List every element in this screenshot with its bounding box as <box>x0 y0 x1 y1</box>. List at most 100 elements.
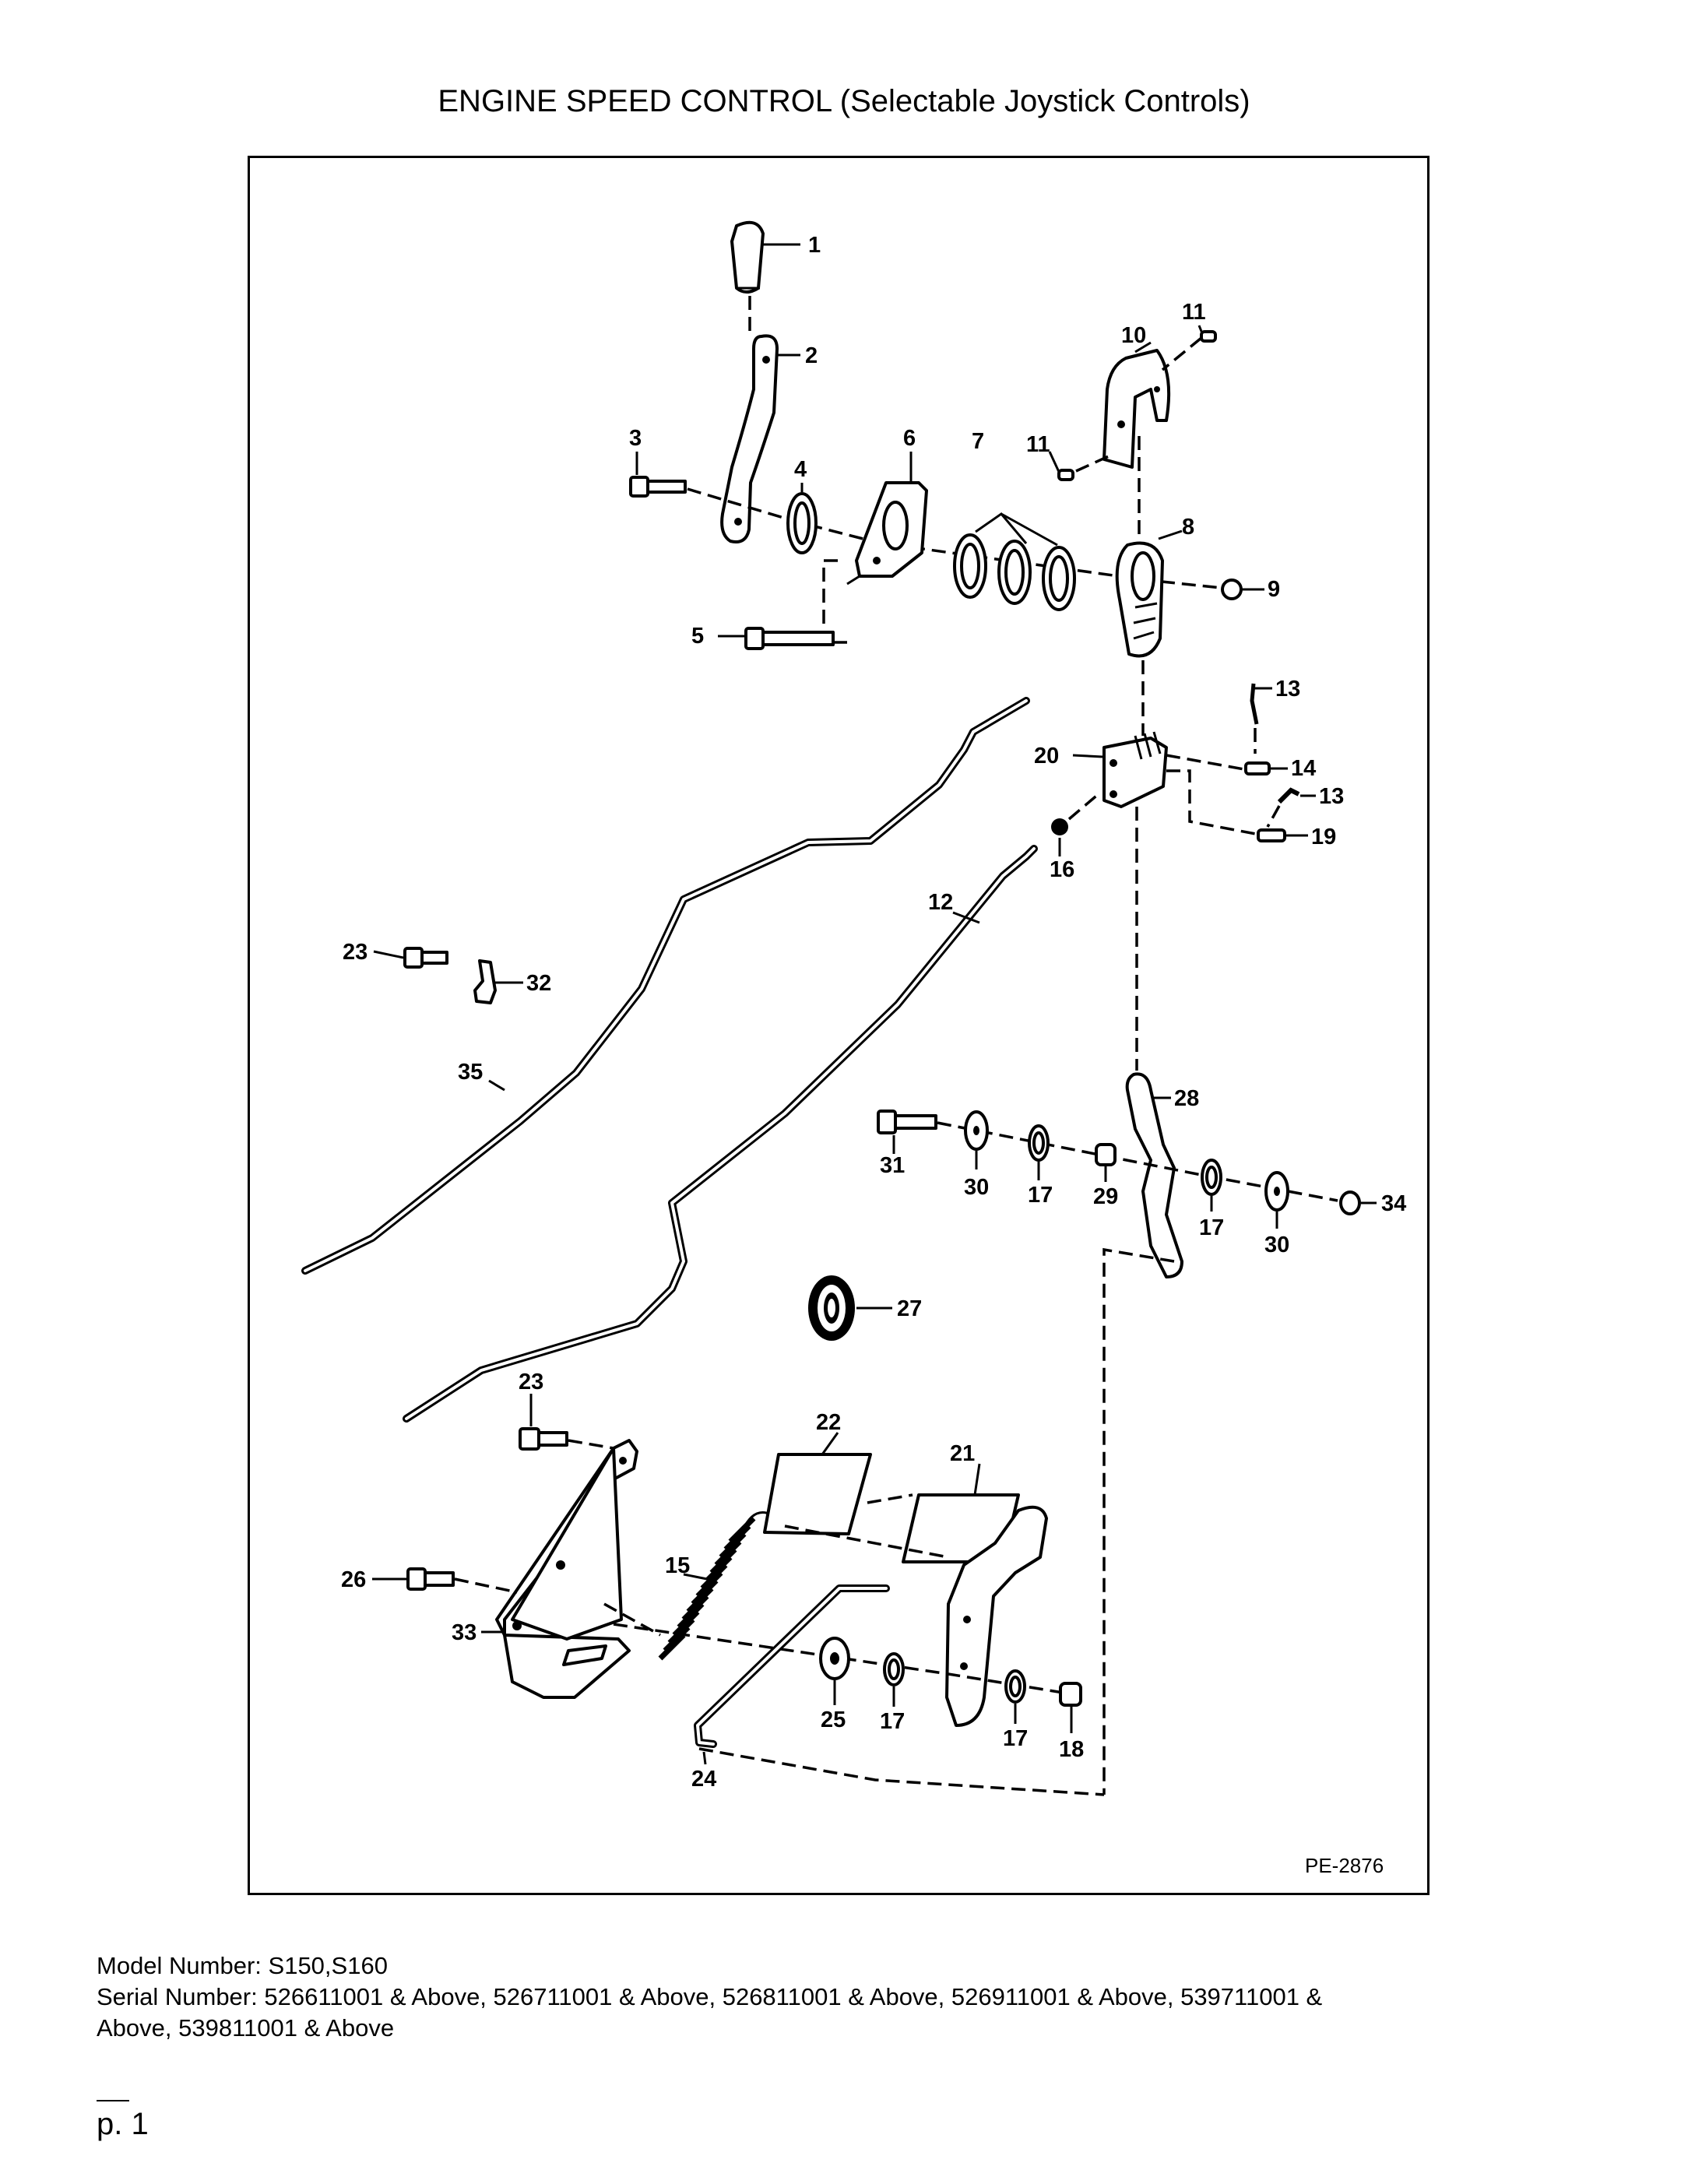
callout-23-lower: 23 <box>519 1370 543 1394</box>
callout-15: 15 <box>665 1553 690 1578</box>
part-rings-7 <box>953 533 1076 611</box>
part-washer-17-lower-left <box>883 1652 905 1686</box>
leader-23-lower <box>568 1439 614 1450</box>
part-arm-28 <box>1125 1072 1183 1278</box>
part-bolt-3 <box>629 476 687 498</box>
callout-2: 2 <box>805 343 818 368</box>
callout-14: 14 <box>1291 756 1316 781</box>
page-number-rule <box>97 2100 129 2101</box>
part-bolt-23-upper <box>403 947 448 969</box>
page-number: p. 1 <box>97 2107 149 2141</box>
callout-17-c: 17 <box>880 1709 905 1734</box>
serial-number-line-2: Above, 539811001 & Above <box>97 2014 395 2042</box>
part-pin-19 <box>1257 828 1286 842</box>
callout-13-upper: 13 <box>1275 677 1300 702</box>
callout-27: 27 <box>897 1296 922 1321</box>
callout-10: 10 <box>1121 323 1146 348</box>
callout-19: 19 <box>1311 825 1336 849</box>
leader-bracket-bolt <box>822 559 847 644</box>
callout-26: 26 <box>341 1567 366 1592</box>
part-knob <box>730 220 765 294</box>
callout-8: 8 <box>1182 515 1194 540</box>
callout-20: 20 <box>1034 744 1059 768</box>
leader-24 <box>698 1747 1105 1796</box>
leader-lower-axis <box>937 1121 1338 1202</box>
part-bracket-6 <box>846 481 928 586</box>
part-pad-22 <box>763 1453 872 1535</box>
part-bushing-29 <box>1095 1143 1117 1166</box>
part-washer-17-lower-right <box>1004 1669 1026 1704</box>
part-nut-18 <box>1059 1682 1082 1707</box>
leader-28-18 <box>1102 1247 1175 1795</box>
leader-7 <box>975 512 1058 547</box>
exploded-parts-diagram: 1 2 3 4 5 6 7 8 9 10 11 11 12 13 13 14 1… <box>301 220 1406 1877</box>
callout-9: 9 <box>1268 577 1280 602</box>
diagram-code: PE-2876 <box>1305 1854 1384 1877</box>
callout-4: 4 <box>794 457 807 482</box>
part-bolt-5 <box>744 627 835 650</box>
leader-lower-axis-2 <box>613 1623 1074 1696</box>
part-pin-11-top <box>1200 330 1217 343</box>
part-washer-4 <box>786 492 818 554</box>
diagram-frame <box>248 156 1430 1895</box>
part-washer-25 <box>819 1637 850 1680</box>
callout-34: 34 <box>1381 1191 1406 1216</box>
leader-13-lower <box>1266 805 1281 828</box>
serial-number-line-1: Serial Number: 526611001 & Above, 526711… <box>97 1983 1323 2010</box>
part-rod-12 <box>403 845 1038 1423</box>
callout-28: 28 <box>1174 1086 1199 1111</box>
leader-11-mid <box>1075 454 1111 473</box>
callout-32: 32 <box>526 971 551 996</box>
part-nut-34 <box>1339 1190 1361 1215</box>
part-bracket-33 <box>495 1439 638 1699</box>
callout-23-upper: 23 <box>343 940 367 965</box>
callout-leaders <box>372 243 1377 1765</box>
part-bolt-31 <box>877 1110 937 1134</box>
callout-29: 29 <box>1093 1184 1118 1209</box>
page-title: ENGINE SPEED CONTROL (Selectable Joystic… <box>438 84 1250 118</box>
callout-13-lower: 13 <box>1319 784 1344 809</box>
leader-21 <box>784 1525 949 1559</box>
part-cam-8 <box>1115 541 1164 658</box>
callout-35: 35 <box>458 1060 483 1085</box>
callout-18: 18 <box>1059 1737 1084 1762</box>
part-pin-11-mid <box>1057 469 1074 481</box>
callout-30-a: 30 <box>964 1175 989 1200</box>
callout-31: 31 <box>880 1153 905 1178</box>
model-number: Model Number: S150,S160 <box>97 1952 388 1979</box>
callout-6: 6 <box>903 426 916 451</box>
part-pin-13-lower <box>1277 787 1300 804</box>
part-nut-16 <box>1051 818 1068 835</box>
leader-22 <box>867 1493 913 1504</box>
part-lever <box>720 334 779 543</box>
part-clip-10 <box>1102 349 1171 469</box>
leader-15 <box>603 1602 661 1637</box>
part-bolt-23-lower <box>519 1427 568 1451</box>
part-washer-30-left <box>964 1110 989 1151</box>
callout-16: 16 <box>1050 857 1074 882</box>
leader-20-19 <box>1166 769 1261 836</box>
callout-17-b: 17 <box>1199 1215 1224 1240</box>
footer-info: Model Number: S150,S160 Serial Number: 5… <box>97 1950 1576 2044</box>
part-block-20 <box>1102 731 1168 808</box>
part-pin-13-upper <box>1250 683 1259 725</box>
callout-11-top: 11 <box>1182 300 1206 325</box>
leader-26 <box>454 1577 518 1594</box>
callout-labels: 1 2 3 4 5 6 7 8 9 10 11 11 12 13 13 14 1… <box>341 233 1406 1877</box>
callout-24: 24 <box>691 1767 716 1792</box>
part-grommet-27 <box>808 1275 855 1341</box>
leader-16 <box>1067 791 1102 821</box>
callout-5: 5 <box>691 624 704 649</box>
callout-7: 7 <box>972 429 984 454</box>
callout-25: 25 <box>821 1707 846 1732</box>
part-pin-14 <box>1244 761 1271 775</box>
part-rod-24 <box>694 1584 890 1748</box>
callout-17-a: 17 <box>1028 1183 1053 1208</box>
callout-21: 21 <box>950 1441 975 1466</box>
callout-3: 3 <box>629 426 642 451</box>
leader-11-top <box>1161 336 1203 371</box>
callout-30-b: 30 <box>1264 1233 1289 1257</box>
part-washer-17-right <box>1201 1159 1222 1196</box>
callout-33: 33 <box>452 1620 477 1645</box>
part-pedal-21 <box>945 1505 1048 1727</box>
